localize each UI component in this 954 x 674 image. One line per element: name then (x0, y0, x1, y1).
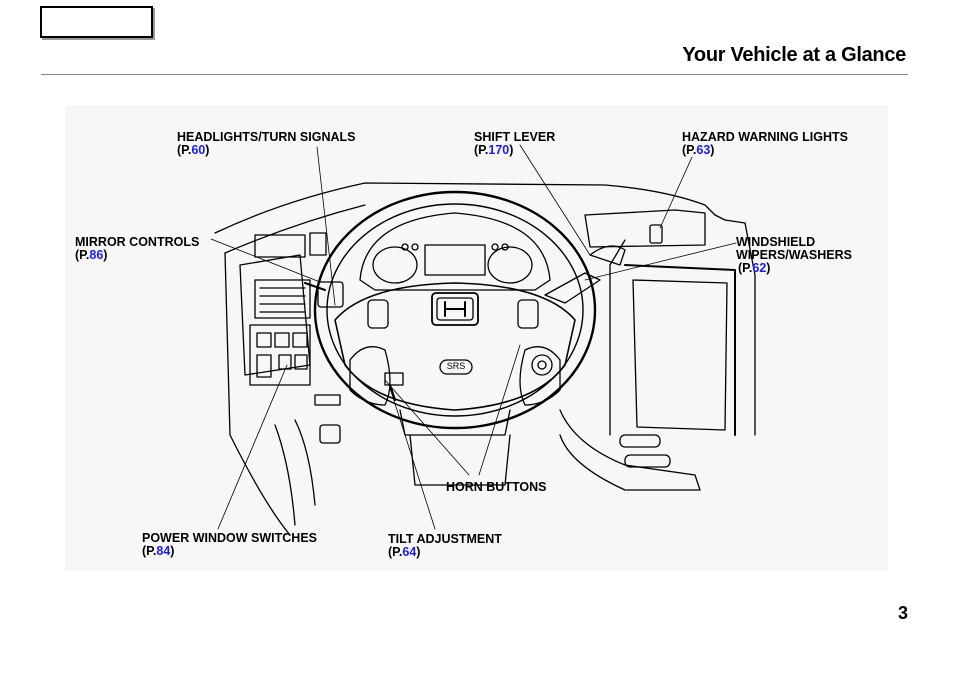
callout-hazard-ref: (P.63) (682, 143, 715, 157)
page-ref-prefix: P. (742, 261, 753, 275)
callout-wipers-ref: (P.62) (738, 261, 771, 275)
page-ref-prefix: P. (686, 143, 697, 157)
page-title: Your Vehicle at a Glance (682, 44, 906, 66)
link-page-63[interactable]: 63 (696, 143, 711, 157)
link-page-84[interactable]: 84 (156, 544, 171, 558)
callout-wipers-label-2: WIPERS/WASHERS (736, 248, 852, 262)
callout-power-window: POWER WINDOW SWITCHES (P.84) (142, 532, 317, 558)
callout-headlights: HEADLIGHTS/TURN SIGNALS (P.60) (177, 131, 355, 157)
callout-hazard-label: HAZARD WARNING LIGHTS (682, 130, 848, 144)
callout-horn: HORN BUTTONS (446, 481, 546, 494)
page-ref-prefix: P. (392, 545, 403, 559)
page-ref-prefix: P. (181, 143, 192, 157)
callout-mirror-label: MIRROR CONTROLS (75, 235, 200, 249)
callout-shift-lever-label: SHIFT LEVER (474, 130, 556, 144)
callout-hazard: HAZARD WARNING LIGHTS (P.63) (682, 131, 848, 157)
page-ref-prefix: P. (478, 143, 489, 157)
nav-button[interactable] (40, 6, 153, 38)
page-ref-prefix: P. (146, 544, 157, 558)
callout-power-window-label: POWER WINDOW SWITCHES (142, 531, 317, 545)
link-page-60[interactable]: 60 (191, 143, 206, 157)
callout-tilt: TILT ADJUSTMENT (P.64) (388, 533, 502, 559)
callout-mirror-ref: (P.86) (75, 248, 108, 262)
link-page-86[interactable]: 86 (89, 248, 104, 262)
callout-horn-label: HORN BUTTONS (446, 480, 547, 494)
callout-wipers-label-1: WINDSHIELD (736, 235, 816, 249)
srs-badge-text: SRS (446, 361, 466, 371)
link-page-170[interactable]: 170 (488, 143, 510, 157)
callout-shift-lever: SHIFT LEVER (P.170) (474, 131, 555, 157)
steering-wheel-diagram (210, 144, 756, 536)
callout-tilt-ref: (P.64) (388, 545, 421, 559)
callout-power-window-ref: (P.84) (142, 544, 175, 558)
callout-headlights-label: HEADLIGHTS/TURN SIGNALS (177, 130, 356, 144)
callout-headlights-ref: (P.60) (177, 143, 210, 157)
callout-mirror: MIRROR CONTROLS (P.86) (75, 236, 199, 262)
header-divider (41, 74, 908, 75)
page-number: 3 (897, 603, 908, 623)
callout-shift-lever-ref: (P.170) (474, 143, 514, 157)
callout-wipers: WINDSHIELD WIPERS/WASHERS (P.62) (736, 236, 852, 275)
link-page-62[interactable]: 62 (752, 261, 767, 275)
link-page-64[interactable]: 64 (402, 545, 417, 559)
page-ref-prefix: P. (79, 248, 90, 262)
dashboard-illustration: HEADLIGHTS/TURN SIGNALS (P.60) SHIFT LEV… (65, 105, 888, 571)
callout-tilt-label: TILT ADJUSTMENT (388, 532, 502, 546)
